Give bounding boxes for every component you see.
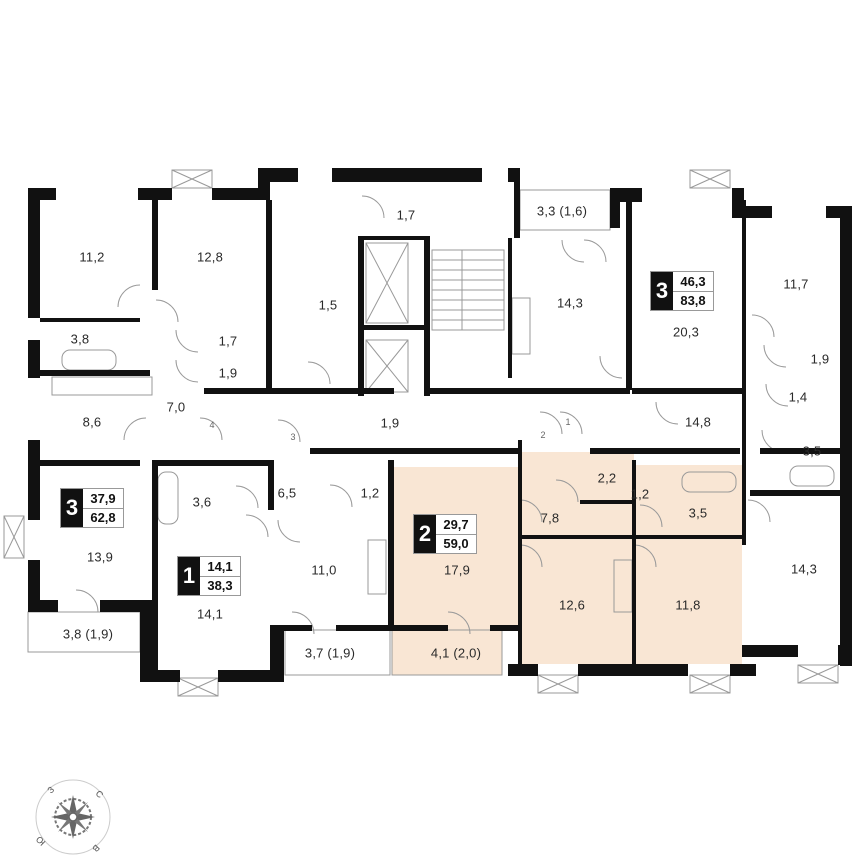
apartment-badge[interactable]: 1 14,1 38,3 (177, 556, 241, 596)
room-area: 1,4 (788, 389, 808, 405)
living-area: 14,1 (200, 557, 240, 577)
room-area: 20,3 (672, 324, 700, 340)
total-area: 83,8 (680, 293, 706, 309)
room-area: 7,8 (540, 510, 560, 526)
room-area: 1,9 (380, 415, 400, 431)
room-area: 2,2 (597, 470, 617, 486)
room-area: 14,8 (684, 414, 712, 430)
total-area: 59,0 (443, 536, 469, 552)
room-area: 3,8 (70, 331, 90, 347)
compass-w: З (45, 784, 56, 795)
room-count: 3 (61, 489, 83, 527)
room-area: 11,8 (675, 597, 701, 613)
room-area: 1,5 (318, 297, 338, 313)
room-area: 7,0 (166, 399, 186, 415)
room-area: 4,1 (2,0) (430, 645, 482, 661)
apartment-badge[interactable]: 3 46,3 83,8 (650, 271, 714, 311)
living-area: 37,9 (83, 489, 123, 509)
room-area: 11,7 (783, 276, 809, 292)
room-area: 13,9 (86, 549, 114, 565)
total-area: 38,3 (207, 578, 233, 594)
room-area: 17,9 (443, 562, 471, 578)
apartment-badge[interactable]: 3 37,9 62,8 (60, 488, 124, 528)
room-area: 11,2 (79, 249, 105, 265)
room-count: 3 (651, 272, 673, 310)
room-area: 3,7 (1,9) (304, 645, 356, 661)
room-area: 12,6 (558, 597, 586, 613)
entrance-door-number: 1 (565, 417, 571, 427)
room-area: 1,2 (360, 485, 380, 501)
room-area: 3,3 (1,6) (536, 203, 588, 219)
room-area: 14,3 (790, 561, 818, 577)
compass-rose-icon: З С Ю В (34, 779, 111, 855)
room-count: 1 (178, 557, 200, 595)
room-area: 11,0 (311, 562, 337, 578)
room-count: 2 (414, 515, 436, 553)
highlighted-apartment (392, 452, 742, 675)
room-area: 3,6 (192, 494, 212, 510)
room-area: 1,7 (396, 207, 416, 223)
apartment-badge-highlighted[interactable]: 2 29,7 59,0 (413, 514, 477, 554)
room-area: 12,8 (196, 249, 224, 265)
room-area: 1,9 (810, 351, 830, 367)
entrance-door-number: 2 (540, 430, 546, 440)
room-area: 14,3 (556, 295, 584, 311)
room-area: 1,2 (630, 486, 650, 502)
living-area: 29,7 (436, 515, 476, 535)
room-area: 6,5 (277, 485, 297, 501)
entrance-door-number: 4 (209, 420, 215, 430)
room-area: 8,6 (82, 414, 102, 430)
room-area: 3,5 (802, 443, 822, 459)
room-area: 3,8 (1,9) (62, 626, 114, 642)
compass-e: В (90, 843, 101, 854)
room-area: 3,5 (688, 505, 708, 521)
room-area: 1,9 (218, 365, 238, 381)
total-area: 62,8 (90, 510, 116, 526)
room-area: 1,7 (218, 333, 238, 349)
entrance-door-number: 3 (290, 432, 296, 442)
living-area: 46,3 (673, 272, 713, 292)
room-area: 14,1 (196, 606, 224, 622)
